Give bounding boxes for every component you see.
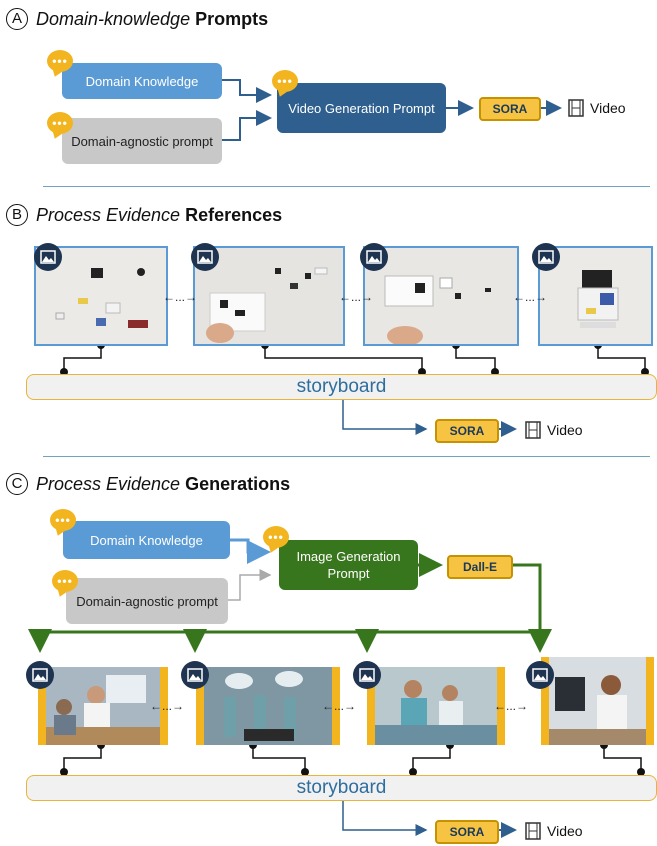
image-generation-prompt-box: Image Generation Prompt [279,540,418,590]
domain-knowledge-box-c: Domain Knowledge [63,521,230,559]
image-icon [526,661,554,689]
domain-knowledge-box-a: Domain Knowledge [62,63,222,99]
chat-bubble-icon: ••• [50,509,76,531]
video-label-b: Video [547,422,583,438]
generated-frame-2 [196,667,340,745]
generated-frame-3 [367,667,505,745]
chat-bubble-icon: ••• [47,50,73,72]
reference-frame-2 [193,246,345,346]
ellipsis-arrow: ←...→ [163,290,198,304]
chat-bubble-icon: ••• [47,112,73,134]
dalle-tag: Dall-E [447,555,513,579]
section-b-title: B Process Evidence References [6,204,282,226]
chat-bubble-icon: ••• [272,70,298,92]
generated-frame-1 [38,667,168,745]
storyboard-c: storyboard [26,775,657,801]
reference-frame-3 [363,246,519,346]
sora-tag-c: SORA [435,820,499,844]
storyboard-b: storyboard [26,374,657,400]
video-output-c: Video [525,822,583,840]
separator-2 [43,456,650,457]
separator-1 [43,186,650,187]
image-icon [532,243,560,271]
film-icon [568,99,584,117]
video-label-c: Video [547,823,583,839]
image-icon [34,243,62,271]
video-output-b: Video [525,421,583,439]
section-a-title: A Domain-knowledge Prompts [6,8,268,30]
chat-bubble-icon: ••• [52,570,78,592]
image-icon [26,661,54,689]
film-icon [525,822,541,840]
ellipsis-arrow: ←...→ [322,699,357,713]
section-c-title: C Process Evidence Generations [6,473,290,495]
ellipsis-arrow: ←...→ [513,290,548,304]
section-c-letter: C [6,473,28,495]
image-icon [353,661,381,689]
section-c-title-italic: Process Evidence [36,473,181,494]
sora-tag-a: SORA [479,97,541,121]
section-b-letter: B [6,204,28,226]
image-icon [360,243,388,271]
section-a-title-italic: Domain-knowledge [36,8,191,29]
domain-agnostic-box-a: Domain-agnostic prompt [62,118,222,164]
section-a-letter: A [6,8,28,30]
domain-agnostic-box-c: Domain-agnostic prompt [66,578,228,624]
ellipsis-arrow: ←...→ [339,290,374,304]
generated-frame-4 [541,657,654,745]
video-output-a: Video [568,99,626,117]
film-icon [525,421,541,439]
ellipsis-arrow: ←...→ [150,699,185,713]
image-icon [181,661,209,689]
ellipsis-arrow: ←...→ [494,699,529,713]
video-label-a: Video [590,100,626,116]
section-b-title-italic: Process Evidence [36,204,181,225]
section-c-title-bold: Generations [185,473,291,494]
chat-bubble-icon: ••• [263,526,289,548]
section-a-title-bold: Prompts [195,8,269,29]
section-b-title-bold: References [185,204,283,225]
image-icon [191,243,219,271]
video-generation-prompt-box: Video Generation Prompt [277,83,446,133]
sora-tag-b: SORA [435,419,499,443]
